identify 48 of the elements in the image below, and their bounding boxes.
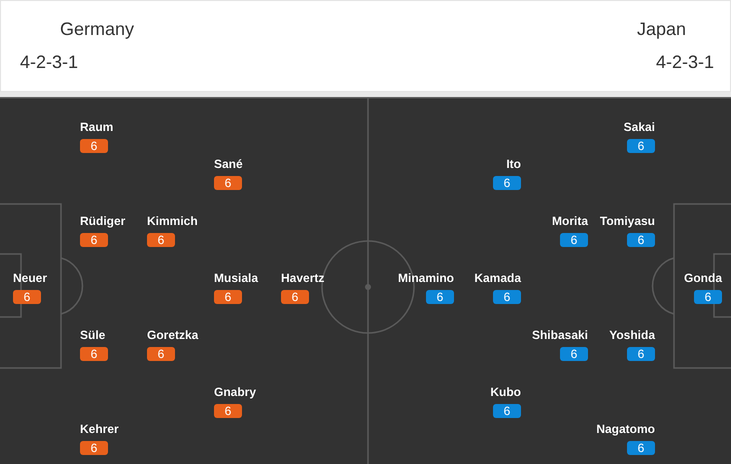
formation-text: 4-2-3-1 [20,51,78,73]
player-name: Shibasaki [532,328,588,342]
team-name: Japan [636,18,686,40]
rating-badge: 6 [426,290,454,304]
player-name: Neuer [13,271,48,285]
player-name: Kehrer [80,422,119,436]
rating-badge: 6 [493,290,521,304]
rating-badge: 6 [214,176,242,190]
player-name: Ito [506,157,521,171]
formation-text: 4-2-3-1 [656,51,714,73]
player-name: Minamino [398,271,454,285]
rating-badge: 6 [80,347,108,361]
player-name: Musiala [214,271,258,285]
player-name: Gnabry [214,385,256,399]
rating-badge: 6 [147,233,175,247]
player-name: Kimmich [147,214,198,228]
rating-badge: 6 [80,441,108,455]
rating-badge: 6 [560,347,588,361]
rating-badge: 6 [147,347,175,361]
player-name: Sakai [624,120,655,134]
player-name: Sané [214,157,243,171]
rating-badge: 6 [493,176,521,190]
rating-badge: 6 [13,290,41,304]
rating-badge: 6 [694,290,722,304]
player-name: Kamada [474,271,521,285]
player-name: Goretzka [147,328,198,342]
rating-badge: 6 [80,233,108,247]
player-name: Süle [80,328,106,342]
rating-badge: 6 [214,404,242,418]
player-name: Kubo [490,385,521,399]
player-name: Nagatomo [596,422,655,436]
rating-badge: 6 [627,233,655,247]
rating-badge: 6 [627,347,655,361]
rating-badge: 6 [560,233,588,247]
team-name: Germany [60,18,134,40]
player-name: Gonda [684,271,722,285]
player-name: Morita [552,214,588,228]
rating-badge: 6 [214,290,242,304]
rating-badge: 6 [80,139,108,153]
rating-badge: 6 [627,139,655,153]
player-name: Yoshida [609,328,655,342]
rating-badge: 6 [493,404,521,418]
rating-badge: 6 [281,290,309,304]
rating-badge: 6 [627,441,655,455]
player-name: Rüdiger [80,214,126,228]
player-name: Tomiyasu [600,214,655,228]
player-name: Raum [80,120,114,134]
player-name: Havertz [281,271,324,285]
